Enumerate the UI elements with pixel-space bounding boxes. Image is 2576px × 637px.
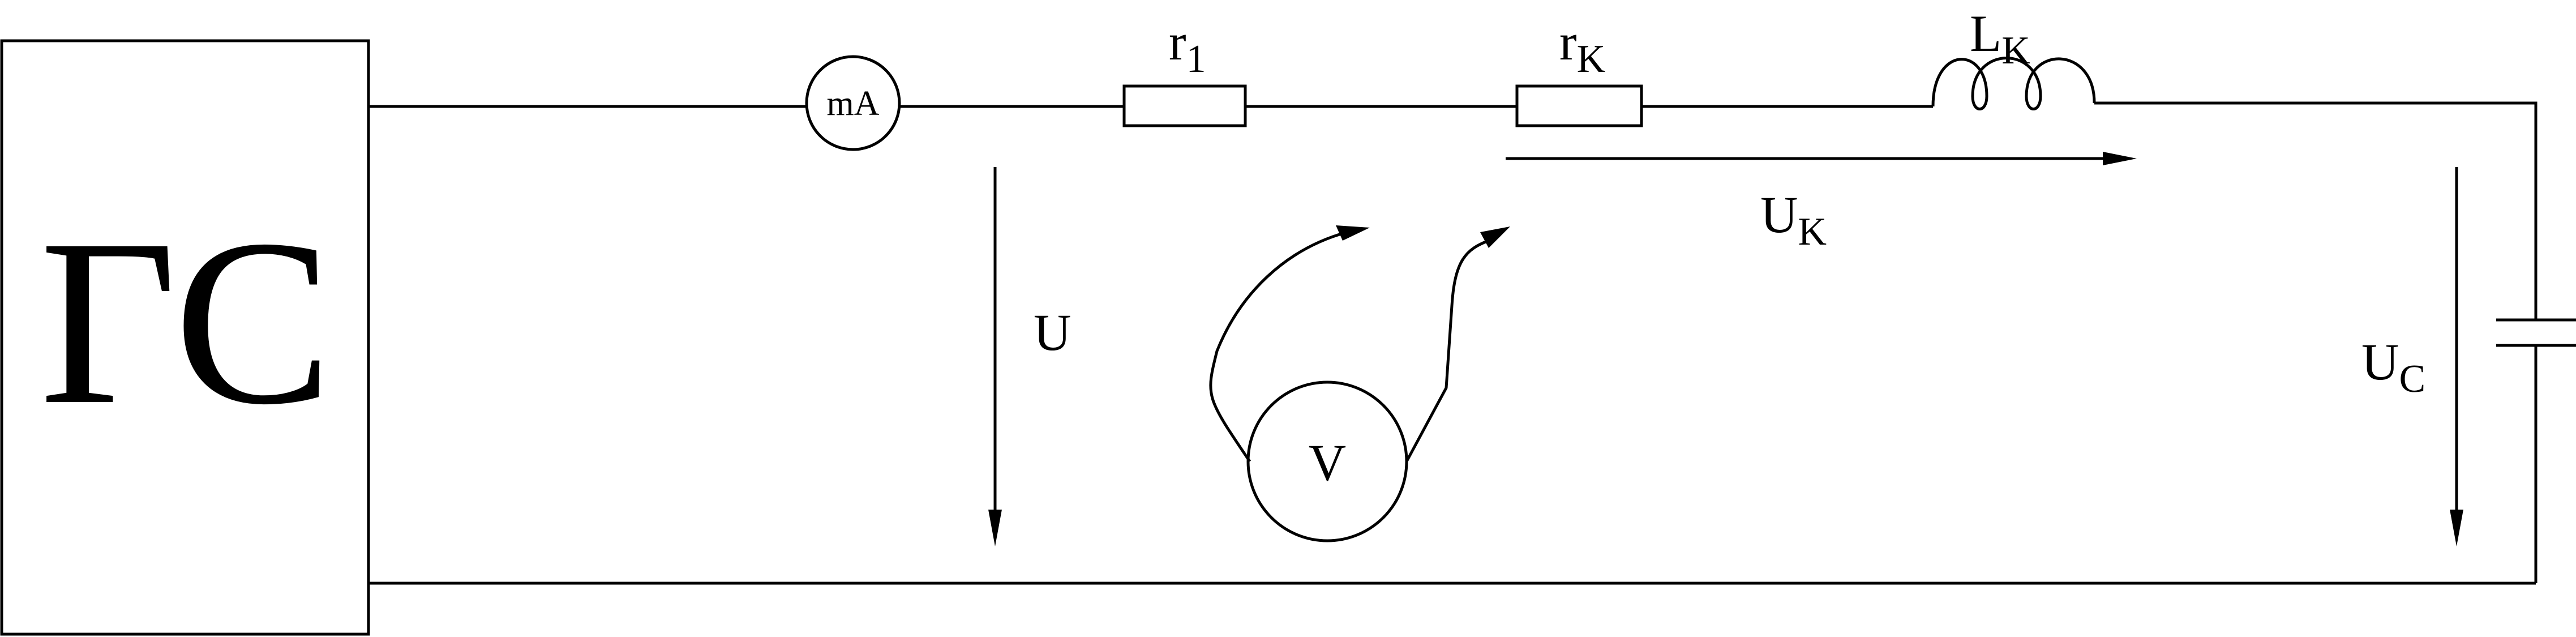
resistor-rk-label: rK [1559,13,1605,81]
voltage-uk-arrowhead [2103,152,2137,165]
voltmeter-label: V [1309,434,1346,491]
milliammeter-label: mA [827,84,880,123]
resistor-r1 [1122,84,1247,127]
inductor-lk-letter: L [1970,5,2001,62]
voltmeter-probe-right [1405,239,1489,463]
inductor-lk [1931,57,2096,110]
voltage-u-label: U [1034,303,1071,361]
voltage-uc-letter: U [2361,333,2399,391]
resistor-rk-subscript: K [1577,37,1606,81]
resistor-r1-subscript: 1 [1186,37,1206,81]
resistor-rk [1515,84,1643,127]
voltage-uc-label: UC [2361,333,2425,401]
inductor-lk-label: LK [1970,5,2030,72]
resistor-r1-letter: r [1169,13,1186,71]
voltmeter-probe-left [1209,230,1348,463]
voltage-u-arrowhead [988,510,1002,546]
voltage-uk-letter: U [1760,186,1798,243]
generator-box [0,39,370,636]
top-wire [368,101,2538,320]
inductor-lk-subscript: K [2001,29,2030,72]
resistor-rk-letter: r [1559,13,1577,71]
voltage-uc-arrowhead [2450,510,2463,546]
resistor-r1-label: r1 [1169,13,1206,81]
voltage-uk-label: UK [1760,186,1827,254]
generator-label: ГС [40,190,332,454]
capacitor [2496,318,2576,347]
voltmeter-probe-right-arrowhead [1480,226,1510,248]
voltage-uk-subscript: K [1798,210,1827,254]
milliammeter [805,55,901,151]
voltmeter-probe-left-arrowhead [1336,225,1370,241]
voltage-uc-subscript: C [2399,357,2425,401]
